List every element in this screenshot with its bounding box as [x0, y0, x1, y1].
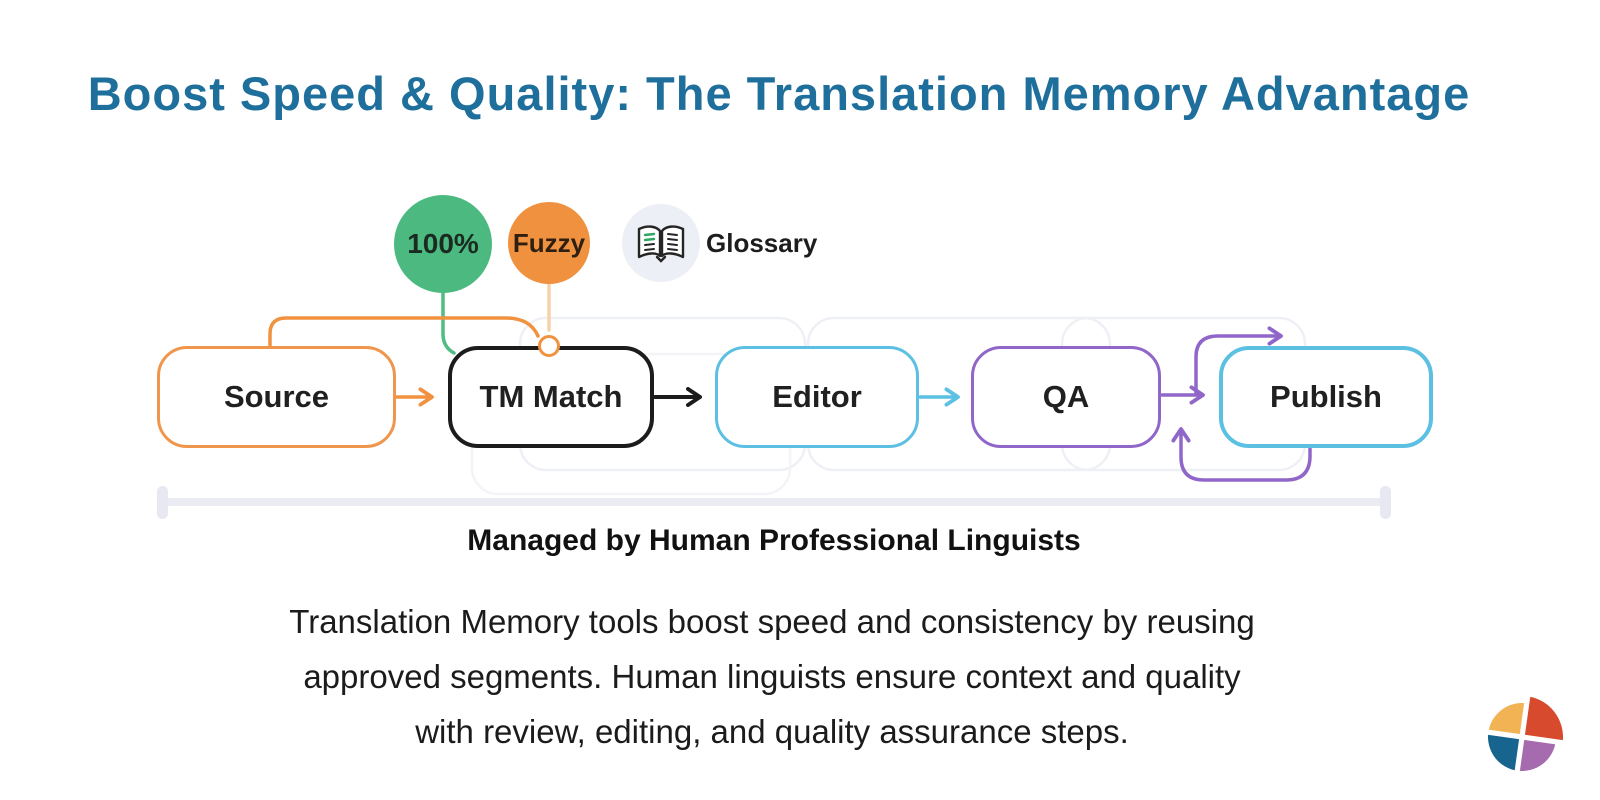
logo-wedge-bottom-left: [1488, 732, 1522, 771]
glossary-label: Glossary: [706, 228, 818, 258]
flow-node-tm-match: TM Match: [448, 346, 654, 448]
description-line-1: Translation Memory tools boost speed and…: [289, 603, 1255, 640]
glossary-badge: [622, 204, 700, 282]
flow-node-publish-label: Publish: [1270, 379, 1382, 414]
logo-wedge-bottom-right: [1517, 737, 1556, 771]
page-title: Boost Speed & Quality: The Translation M…: [87, 67, 1471, 120]
description-line-3: with review, editing, and quality assura…: [415, 713, 1129, 750]
fuzzy-connection-ring: [538, 335, 560, 357]
flow-node-editor-label: Editor: [772, 379, 862, 414]
flow-node-publish: Publish: [1219, 346, 1433, 448]
flow-node-tm-match-label: TM Match: [479, 379, 623, 414]
exact-match-badge: 100%: [394, 195, 492, 293]
bracket-caption: Managed by Human Professional Linguists: [467, 524, 1081, 557]
description-line-2: approved segments. Human linguists ensur…: [303, 658, 1241, 695]
flow-node-qa-label: QA: [1042, 379, 1090, 414]
description-paragraph: Translation Memory tools boost speed and…: [0, 594, 1544, 759]
flow-node-editor: Editor: [715, 346, 919, 448]
fuzzy-match-badge: Fuzzy: [508, 202, 590, 284]
linguists-bracket: [157, 486, 1391, 519]
logo-wedge-top-right: [1522, 696, 1563, 743]
open-book-icon: [637, 225, 685, 263]
exact-match-label: 100%: [407, 228, 479, 259]
logo-wedge-top-left: [1488, 703, 1527, 737]
publish-return-loop: [1171, 427, 1312, 482]
publish-top-curve: [1194, 326, 1283, 395]
exact-match-connector: [441, 289, 456, 355]
source-tm-curve: [268, 316, 540, 350]
company-logo: [1476, 691, 1568, 783]
fuzzy-match-label: Fuzzy: [512, 227, 586, 258]
flow-node-source: Source: [157, 346, 396, 448]
flow-node-qa: QA: [971, 346, 1161, 448]
flow-node-source-label: Source: [223, 379, 330, 414]
